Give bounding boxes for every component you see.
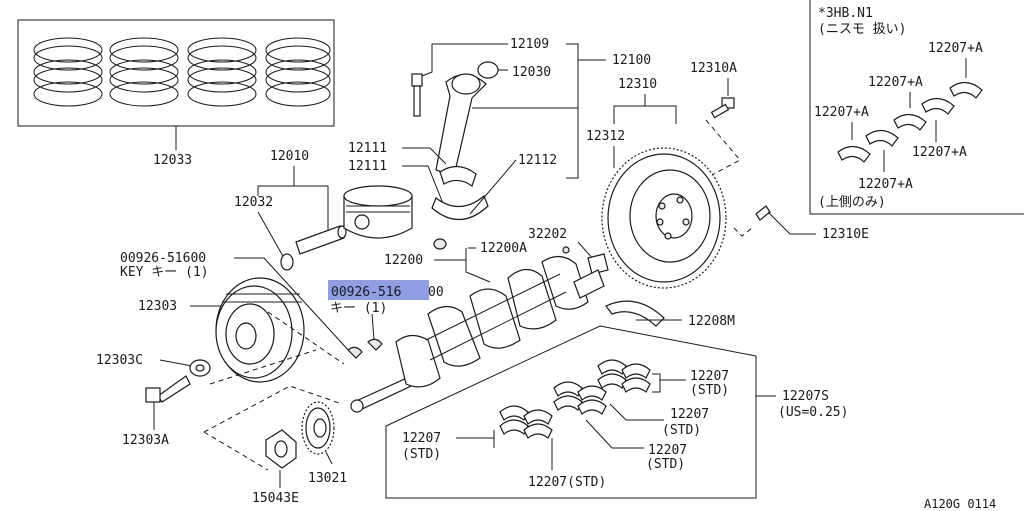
flywheel-bolt (710, 97, 735, 119)
label-12100: 12100 (612, 53, 651, 68)
flywheel-dowel (755, 205, 771, 221)
label-12032: 12032 (234, 195, 273, 210)
label-12208M: 12208M (688, 314, 735, 329)
label-12207-2: 12207 (670, 407, 709, 422)
label-12207S-note: (US=0.25) (778, 405, 848, 420)
crank-plug (562, 246, 570, 254)
label-12207-4: 12207 (402, 431, 441, 446)
inset-header: *3HB.N1 (818, 6, 873, 21)
label-32202: 32202 (528, 227, 567, 242)
flywheel (601, 147, 727, 289)
label-12207-1: 12207 (690, 369, 729, 384)
crankshaft (350, 255, 605, 413)
diagram-id: A120G 0114 (924, 497, 996, 511)
highlighted-part-number[interactable]: 00926-516 (331, 285, 401, 300)
thrust-washer (605, 300, 665, 327)
inset-frame (809, 0, 1024, 215)
label-12207-3-note: (STD) (646, 457, 685, 472)
label-key-note-b: キー (1) (330, 301, 387, 316)
label-12207-2-note: (STD) (662, 423, 701, 438)
main-bearing-box (385, 325, 757, 499)
crank-nut (265, 429, 297, 469)
label-12207S: 12207S (782, 389, 829, 404)
crank-pulley (215, 277, 305, 383)
connecting-rod-bushing (477, 61, 499, 79)
piston (343, 185, 413, 239)
inset-part-3: 12207+A (814, 105, 869, 120)
inset-part-1: 12207+A (928, 41, 983, 56)
inset-part-5: 12207+A (858, 177, 913, 192)
pulley-washer (189, 359, 211, 377)
label-00926-51600-b-tail: 00 (428, 285, 444, 300)
inset-part-4: 12207+A (912, 145, 967, 160)
label-12033: 12033 (153, 153, 192, 168)
label-12303A: 12303A (122, 433, 169, 448)
highlight-part[interactable] (328, 280, 429, 300)
connecting-rod (435, 73, 578, 177)
woodruff-keys (347, 338, 383, 359)
pilot-bushing (587, 253, 609, 275)
piston-pin-clip (280, 253, 294, 271)
inset-bearings (837, 81, 983, 163)
label-12303C: 12303C (96, 353, 143, 368)
label-13021: 13021 (308, 471, 347, 486)
label-00926-51600-a: 00926-51600 (120, 251, 206, 266)
piston-ring-box (17, 19, 335, 127)
label-12310A: 12310A (690, 61, 737, 76)
label-key-note-a: KEY キー (1) (120, 265, 209, 280)
label-15043E: 15043E (252, 491, 299, 506)
pulley-bolt (145, 375, 191, 403)
main-bearings (499, 359, 651, 439)
label-12109: 12109 (510, 37, 549, 52)
inset-footer-note: (上側のみ) (818, 195, 886, 210)
label-12111-lower: 12111 (348, 159, 387, 174)
label-12207-1-note: (STD) (690, 383, 729, 398)
piston-rings (33, 37, 331, 107)
label-12207-3: 12207 (648, 443, 687, 458)
label-12112: 12112 (518, 153, 557, 168)
label-12303: 12303 (138, 299, 177, 314)
label-12310E: 12310E (822, 227, 869, 242)
label-12200: 12200 (384, 253, 423, 268)
label-12010: 12010 (270, 149, 309, 164)
label-12207-5: 12207(STD) (528, 475, 606, 490)
label-12312: 12312 (586, 129, 625, 144)
crank-sprocket (301, 401, 335, 455)
inset-part-2: 12207+A (868, 75, 923, 90)
label-12200A: 12200A (480, 241, 527, 256)
rod-bearing-upper (439, 165, 477, 187)
label-12310: 12310 (618, 77, 657, 92)
inset-header-note: (ニスモ 扱い) (818, 22, 906, 37)
piston-pin (295, 225, 347, 255)
label-12207-4-note: (STD) (402, 447, 441, 462)
label-12111-upper: 12111 (348, 141, 387, 156)
connecting-rod-bolt (411, 73, 423, 117)
label-12030: 12030 (512, 65, 551, 80)
rod-cap (431, 195, 489, 250)
